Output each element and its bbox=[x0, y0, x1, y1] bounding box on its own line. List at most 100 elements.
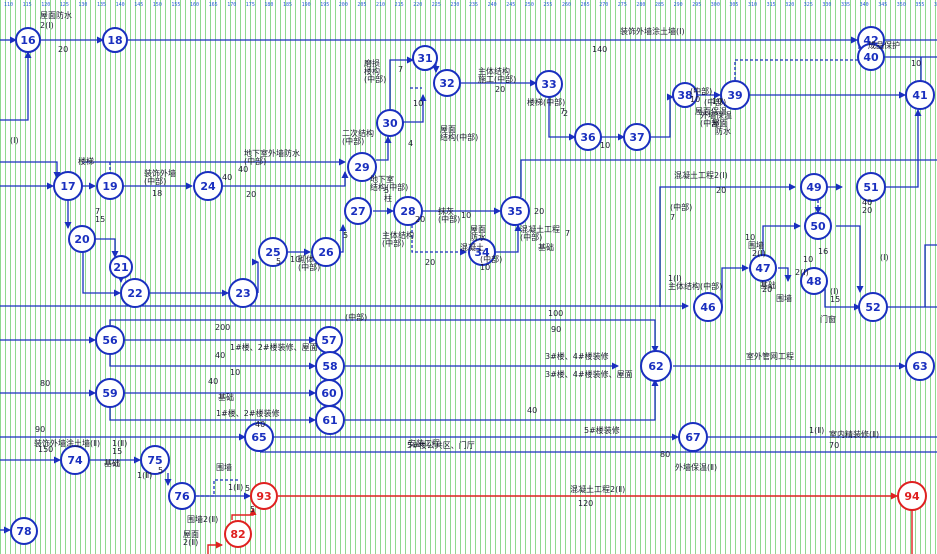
activity-label: 5 bbox=[245, 484, 250, 493]
activity-label: (中部) bbox=[345, 312, 367, 322]
node-35[interactable]: 35 bbox=[500, 196, 530, 226]
node-50[interactable]: 50 bbox=[804, 212, 832, 240]
node-41[interactable]: 41 bbox=[905, 80, 935, 110]
timescale-tick: 260 bbox=[562, 2, 571, 8]
node-36[interactable]: 36 bbox=[574, 123, 602, 151]
node-29[interactable]: 29 bbox=[347, 152, 377, 182]
node-25[interactable]: 25 bbox=[258, 237, 288, 267]
svg-text:27: 27 bbox=[350, 205, 365, 218]
node-30[interactable]: 30 bbox=[376, 109, 404, 137]
node-61[interactable]: 61 bbox=[315, 405, 345, 435]
timescale-tick: 270 bbox=[599, 2, 608, 8]
node-62[interactable]: 62 bbox=[640, 350, 672, 382]
node-75[interactable]: 75 bbox=[140, 445, 170, 475]
svg-text:28: 28 bbox=[400, 205, 415, 218]
node-65[interactable]: 65 bbox=[244, 422, 274, 452]
node-37[interactable]: 37 bbox=[623, 123, 651, 151]
node-46[interactable]: 46 bbox=[693, 292, 723, 322]
activity-label: 5 bbox=[250, 505, 255, 514]
activity-label: 100 bbox=[548, 309, 563, 318]
node-17[interactable]: 17 bbox=[53, 171, 83, 201]
node-23[interactable]: 23 bbox=[228, 278, 258, 308]
node-19[interactable]: 19 bbox=[96, 172, 124, 200]
node-78[interactable]: 78 bbox=[10, 517, 38, 545]
activity-label: 混凝土 bbox=[460, 242, 484, 252]
timescale-tick: 300 bbox=[711, 2, 720, 8]
node-58[interactable]: 58 bbox=[315, 351, 345, 381]
svg-text:62: 62 bbox=[648, 360, 663, 373]
node-74[interactable]: 74 bbox=[60, 445, 90, 475]
activity-label: 40 bbox=[215, 351, 225, 360]
node-34[interactable]: 34 bbox=[468, 238, 496, 266]
activity-arrow bbox=[520, 159, 937, 197]
node-52[interactable]: 52 bbox=[858, 292, 888, 322]
node-40[interactable]: 40 bbox=[857, 43, 885, 71]
activity-arrow bbox=[109, 319, 659, 353]
svg-text:29: 29 bbox=[354, 161, 369, 174]
node-57[interactable]: 57 bbox=[315, 326, 343, 354]
activity-arrow bbox=[411, 225, 467, 256]
node-24[interactable]: 24 bbox=[193, 171, 223, 201]
svg-text:35: 35 bbox=[507, 205, 522, 218]
node-27[interactable]: 27 bbox=[344, 197, 372, 225]
activity-arrow bbox=[548, 97, 576, 141]
node-59[interactable]: 59 bbox=[95, 378, 125, 408]
node-39[interactable]: 39 bbox=[720, 80, 750, 110]
node-51[interactable]: 51 bbox=[856, 172, 886, 202]
activity-label: 楼梯(中部) bbox=[527, 97, 565, 107]
activity-label: 10 bbox=[480, 263, 490, 272]
activity-arrow bbox=[82, 251, 121, 297]
svg-text:41: 41 bbox=[912, 89, 927, 102]
node-82[interactable]: 82 bbox=[224, 520, 252, 548]
node-63[interactable]: 63 bbox=[905, 351, 935, 381]
node-76[interactable]: 76 bbox=[168, 482, 196, 510]
activity-label: 10 bbox=[600, 141, 610, 150]
node-32[interactable]: 32 bbox=[433, 69, 461, 97]
node-22[interactable]: 22 bbox=[120, 278, 150, 308]
timescale-tick: 355 bbox=[915, 2, 924, 8]
svg-text:33: 33 bbox=[541, 78, 556, 91]
node-94[interactable]: 94 bbox=[897, 481, 927, 511]
node-33[interactable]: 33 bbox=[535, 70, 563, 98]
node-93[interactable]: 93 bbox=[250, 482, 278, 510]
activity-label: 10 bbox=[803, 255, 813, 264]
activity-label: 装饰外墙涂土墙(Ⅰ) bbox=[620, 26, 685, 36]
node-47[interactable]: 47 bbox=[749, 254, 777, 282]
node-48[interactable]: 48 bbox=[800, 267, 828, 295]
node-31[interactable]: 31 bbox=[412, 45, 438, 71]
activity-label: 20 bbox=[716, 186, 726, 195]
timescale-tick: 360 bbox=[934, 2, 937, 8]
activity-label: 2 bbox=[563, 109, 568, 118]
activity-label: 90 bbox=[551, 325, 561, 334]
activity-label: (中部) bbox=[298, 262, 320, 272]
node-16[interactable]: 16 bbox=[15, 27, 41, 53]
activity-label: 2(Ⅰ) bbox=[795, 268, 809, 277]
activity-arrow bbox=[222, 171, 349, 187]
activity-label: 主体结构 bbox=[382, 230, 414, 240]
svg-text:37: 37 bbox=[629, 131, 644, 144]
node-67[interactable]: 67 bbox=[678, 422, 708, 452]
activity-arrows bbox=[0, 36, 937, 534]
node-26[interactable]: 26 bbox=[311, 237, 341, 267]
svg-text:38: 38 bbox=[677, 89, 692, 102]
activity-arrow bbox=[649, 93, 674, 138]
activity-label: (中部) bbox=[244, 156, 266, 166]
activity-label: 40 bbox=[862, 198, 872, 207]
activity-label: 20 bbox=[246, 190, 256, 199]
node-60[interactable]: 60 bbox=[315, 379, 343, 407]
node-38[interactable]: 38 bbox=[672, 82, 698, 108]
node-20[interactable]: 20 bbox=[68, 225, 96, 253]
node-28[interactable]: 28 bbox=[393, 196, 423, 226]
node-18[interactable]: 18 bbox=[102, 27, 128, 53]
node-56[interactable]: 56 bbox=[95, 325, 125, 355]
activity-label: 地下室 bbox=[370, 174, 394, 184]
timescale-tick: 275 bbox=[618, 2, 627, 8]
activity-label: 5 bbox=[343, 231, 348, 240]
svg-text:49: 49 bbox=[806, 181, 821, 194]
node-49[interactable]: 49 bbox=[800, 173, 828, 201]
svg-text:22: 22 bbox=[127, 287, 142, 300]
svg-text:36: 36 bbox=[580, 131, 596, 144]
timescale-tick: 290 bbox=[674, 2, 683, 8]
node-21[interactable]: 21 bbox=[109, 255, 133, 279]
